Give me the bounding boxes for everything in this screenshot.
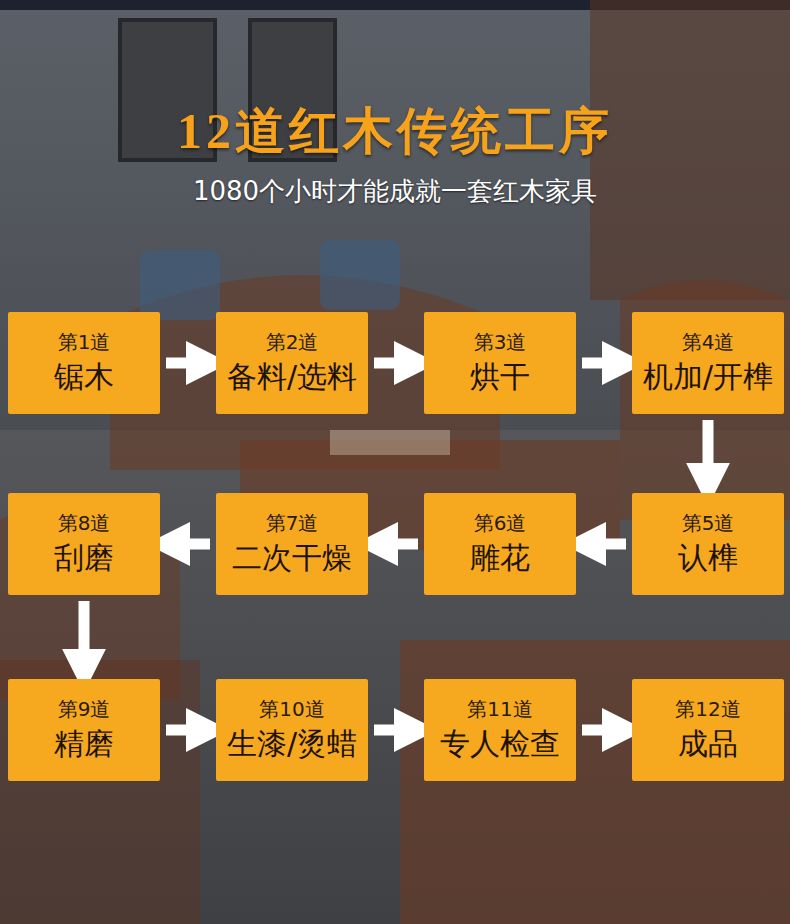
process-box: 第6道雕花	[424, 493, 576, 595]
process-box: 第2道备料/选料	[216, 312, 368, 414]
flow-arrow	[79, 601, 90, 673]
step-name: 成品	[678, 725, 738, 763]
flow-arrow	[374, 358, 418, 369]
process-box: 第5道认榫	[632, 493, 784, 595]
step-number: 第12道	[675, 697, 740, 721]
step-name: 专人检查	[440, 725, 560, 763]
step-number: 第8道	[58, 511, 111, 535]
diagram-title: 12道红木传统工序	[0, 98, 790, 165]
process-box: 第12道成品	[632, 679, 784, 781]
process-box: 第1道锯木	[8, 312, 160, 414]
flow-arrow	[582, 725, 626, 736]
process-box: 第3道烘干	[424, 312, 576, 414]
step-name: 刮磨	[54, 539, 114, 577]
step-name: 烘干	[470, 358, 530, 396]
step-number: 第11道	[467, 697, 532, 721]
step-number: 第2道	[266, 330, 319, 354]
diagram-caption: 1080个小时才能成就一套红木家具	[0, 174, 790, 209]
step-name: 备料/选料	[227, 358, 357, 396]
step-number: 第5道	[682, 511, 735, 535]
step-name: 雕花	[470, 539, 530, 577]
flow-arrow	[582, 539, 626, 550]
process-box: 第9道精磨	[8, 679, 160, 781]
process-box: 第7道二次干燥	[216, 493, 368, 595]
step-number: 第10道	[259, 697, 324, 721]
flow-arrow	[703, 420, 714, 487]
step-name: 锯木	[54, 358, 114, 396]
process-box: 第10道生漆/烫蜡	[216, 679, 368, 781]
step-number: 第1道	[58, 330, 111, 354]
step-name: 认榫	[678, 539, 738, 577]
flow-arrow	[166, 539, 210, 550]
flow-arrow	[166, 358, 210, 369]
step-number: 第4道	[682, 330, 735, 354]
step-number: 第9道	[58, 697, 111, 721]
step-number: 第6道	[474, 511, 527, 535]
step-name: 机加/开榫	[643, 358, 773, 396]
process-box: 第11道专人检查	[424, 679, 576, 781]
flow-arrow	[374, 539, 418, 550]
flow-arrow	[582, 358, 626, 369]
process-box: 第8道刮磨	[8, 493, 160, 595]
step-number: 第3道	[474, 330, 527, 354]
step-name: 精磨	[54, 725, 114, 763]
process-box: 第4道机加/开榫	[632, 312, 784, 414]
step-number: 第7道	[266, 511, 319, 535]
step-name: 生漆/烫蜡	[227, 725, 357, 763]
flow-arrow	[374, 725, 418, 736]
step-name: 二次干燥	[232, 539, 352, 577]
flow-arrow	[166, 725, 210, 736]
